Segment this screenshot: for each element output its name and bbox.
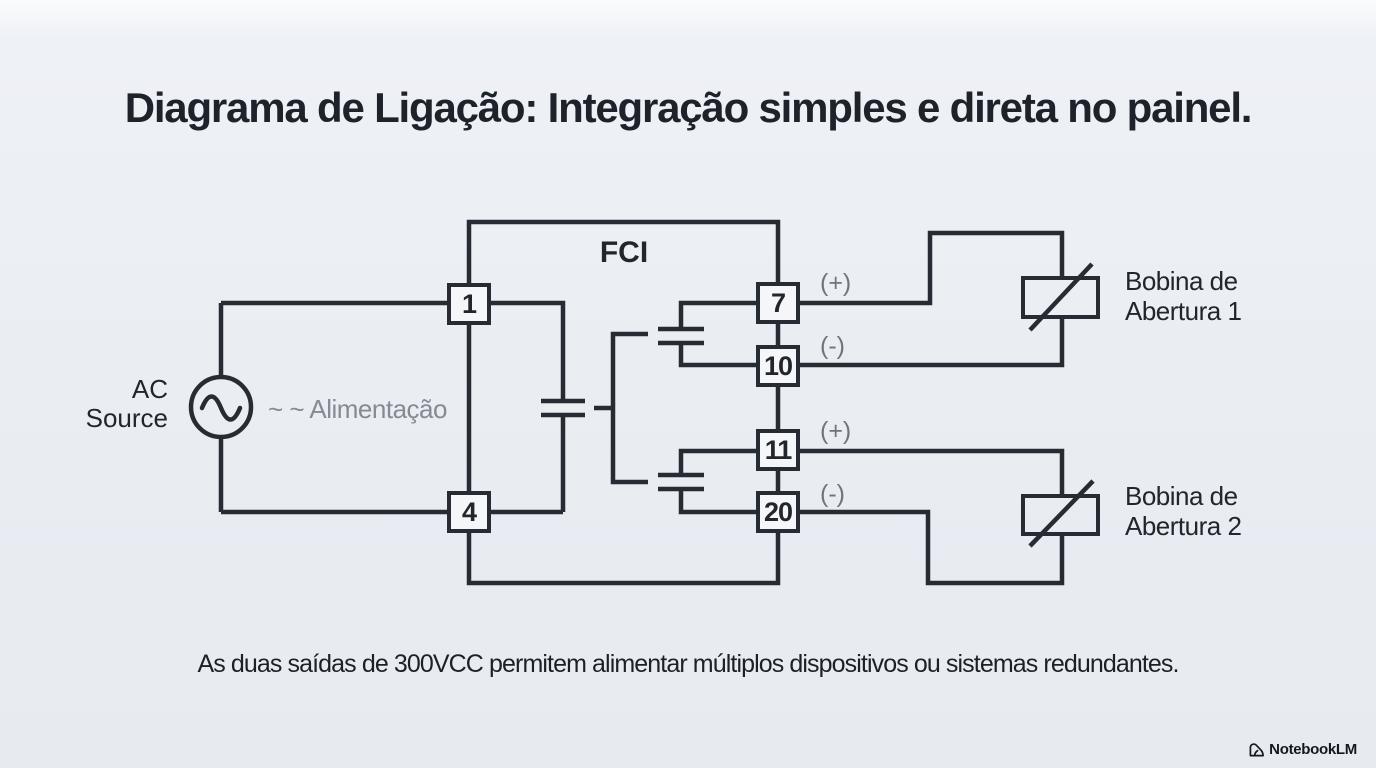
output2-negative-label: (-) bbox=[820, 480, 845, 508]
ac-source-label-line2: Source bbox=[85, 403, 168, 433]
load2-label: Bobina de Abertura 2 bbox=[1125, 481, 1275, 541]
load1-label-line1: Bobina de bbox=[1125, 266, 1238, 296]
output1-positive-label: (+) bbox=[820, 269, 852, 297]
watermark-brand: NotebookLM bbox=[1269, 741, 1357, 758]
notebooklm-icon bbox=[1249, 742, 1265, 756]
load2-loop bbox=[800, 448, 1065, 586]
page-title: Diagrama de Ligação: Integração simples … bbox=[124, 84, 1253, 131]
ac-source-label: AC Source bbox=[78, 375, 168, 433]
load1-label: Bobina de Abertura 1 bbox=[1125, 266, 1275, 326]
ac-source-loop bbox=[218, 300, 447, 515]
output1-capacitor bbox=[658, 300, 757, 368]
load2-label-line1: Bobina de bbox=[1125, 481, 1238, 511]
distribution-bracket bbox=[610, 331, 648, 485]
terminal-1: 1 bbox=[447, 283, 491, 325]
ac-source-label-line1: AC bbox=[131, 374, 168, 404]
load2-label-line2: Abertura 2 bbox=[1125, 511, 1242, 541]
coil2-symbol bbox=[1021, 479, 1100, 548]
coil1-symbol bbox=[1021, 262, 1100, 332]
output1-negative-label: (-) bbox=[820, 332, 845, 360]
terminal-10: 10 bbox=[756, 345, 800, 387]
output2-positive-label: (+) bbox=[820, 417, 852, 445]
terminal-7: 7 bbox=[756, 282, 800, 324]
caption: As duas saídas de 300VCC permitem alimen… bbox=[197, 650, 1179, 678]
device-label: FCI bbox=[599, 236, 649, 269]
power-annotation: ~ ~ Alimentação bbox=[268, 394, 447, 424]
ac-source-symbol bbox=[188, 374, 254, 440]
output2-capacitor bbox=[658, 448, 757, 515]
terminal-11: 11 bbox=[756, 429, 800, 471]
watermark: NotebookLM bbox=[1248, 741, 1357, 758]
load1-label-line2: Abertura 1 bbox=[1125, 296, 1242, 326]
terminal-4: 4 bbox=[447, 491, 491, 533]
input-capacitor-branch bbox=[490, 300, 613, 515]
fci-outline bbox=[466, 219, 781, 586]
load1-loop bbox=[800, 230, 1065, 368]
terminal-20: 20 bbox=[756, 491, 800, 533]
